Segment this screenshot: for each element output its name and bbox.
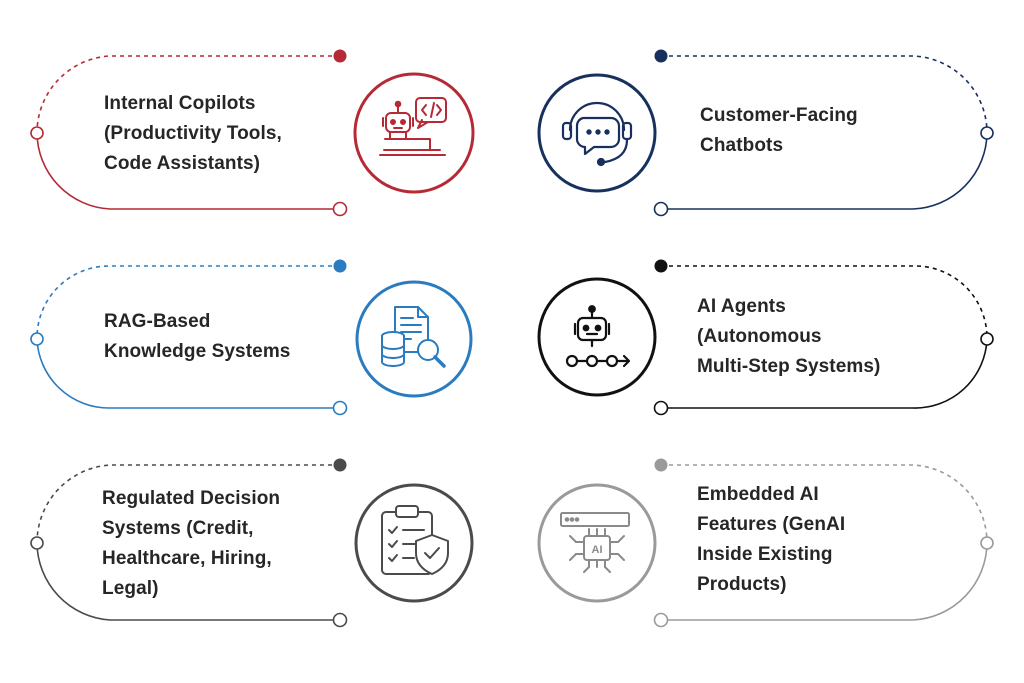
ai-chip-browser-icon: AI: [560, 512, 630, 573]
label-line: Products): [697, 574, 787, 595]
top-endpoint-dot: [654, 458, 668, 472]
side-node-ring: [30, 536, 44, 550]
card-internal-copilots-label: Internal Copilots (Productivity Tools, C…: [104, 89, 282, 179]
label-line: Chatbots: [700, 135, 784, 156]
document-database-search-icon: [381, 306, 446, 368]
card-customer-chatbots-outline-dashed: [661, 55, 988, 134]
card-ai-agents-outline-dashed: [661, 265, 988, 340]
card-regulated-decisions-label: Regulated Decision Systems (Credit, Heal…: [102, 484, 280, 604]
card-regulated-decisions-outline-solid: [36, 542, 340, 621]
headset-chat-icon: [561, 101, 633, 167]
card-customer-chatbots-outline-solid: [661, 132, 988, 210]
side-node-ring: [980, 126, 994, 140]
top-endpoint-dot: [333, 259, 347, 273]
label-line: Features (GenAI: [697, 514, 846, 535]
side-node-ring: [980, 332, 994, 346]
ai-chip-label: AI: [592, 544, 603, 556]
robot-workflow-icon: [565, 305, 631, 368]
label-line: RAG-Based: [104, 311, 211, 332]
card-regulated-decisions: [30, 458, 474, 628]
bottom-node-ring: [653, 612, 669, 628]
card-internal-copilots-outline-solid: [36, 132, 340, 210]
card-ai-agents-outline-solid: [661, 338, 988, 409]
icon-badge: [353, 72, 475, 194]
card-embedded-ai-outline-dashed: [661, 464, 988, 544]
label-line: Legal): [102, 578, 159, 599]
card-internal-copilots: [30, 49, 475, 217]
label-line: AI Agents: [697, 296, 786, 317]
card-customer-chatbots: [537, 49, 994, 217]
clipboard-shield-icon: [381, 505, 449, 575]
icon-badge: [537, 277, 657, 397]
side-node-ring: [30, 332, 44, 346]
label-line: (Productivity Tools,: [104, 123, 282, 144]
card-ai-agents: [537, 259, 994, 416]
label-line: Inside Existing: [697, 544, 833, 565]
card-rag-knowledge: [30, 259, 473, 416]
bottom-node-ring: [332, 201, 348, 217]
card-regulated-decisions-outline-dashed: [36, 464, 340, 544]
label-line: Knowledge Systems: [104, 341, 291, 362]
bottom-node-ring: [332, 612, 348, 628]
bottom-node-ring: [653, 400, 669, 416]
card-embedded-ai: AI: [537, 458, 994, 628]
label-line: Customer-Facing: [700, 105, 858, 126]
top-endpoint-dot: [654, 259, 668, 273]
label-line: Systems (Credit,: [102, 518, 254, 539]
side-node-ring: [980, 536, 994, 550]
label-line: Regulated Decision: [102, 488, 281, 509]
label-line: Embedded AI: [697, 484, 819, 505]
label-line: Internal Copilots: [104, 93, 256, 114]
top-endpoint-dot: [654, 49, 668, 63]
label-line: Code Assistants): [104, 153, 261, 174]
card-rag-knowledge-outline-solid: [36, 338, 340, 409]
card-customer-chatbots-label: Customer-Facing Chatbots: [700, 101, 858, 161]
icon-badge: [537, 483, 657, 603]
top-endpoint-dot: [333, 49, 347, 63]
card-internal-copilots-outline-dashed: [36, 55, 340, 134]
card-rag-knowledge-outline-dashed: [36, 265, 340, 340]
card-ai-agents-label: AI Agents (Autonomous Multi-Step Systems…: [697, 292, 881, 382]
card-rag-knowledge-label: RAG-Based Knowledge Systems: [104, 307, 290, 367]
label-line: Multi-Step Systems): [697, 356, 881, 377]
card-embedded-ai-outline-solid: [661, 542, 988, 621]
bottom-node-ring: [332, 400, 348, 416]
bottom-node-ring: [653, 201, 669, 217]
label-line: (Autonomous: [697, 326, 822, 347]
side-node-ring: [30, 126, 44, 140]
top-endpoint-dot: [333, 458, 347, 472]
label-line: Healthcare, Hiring,: [102, 548, 272, 569]
icon-badge: [355, 280, 473, 398]
card-embedded-ai-label: Embedded AI Features (GenAI Inside Exist…: [697, 480, 845, 600]
robot-code-laptop-icon: [379, 97, 447, 156]
